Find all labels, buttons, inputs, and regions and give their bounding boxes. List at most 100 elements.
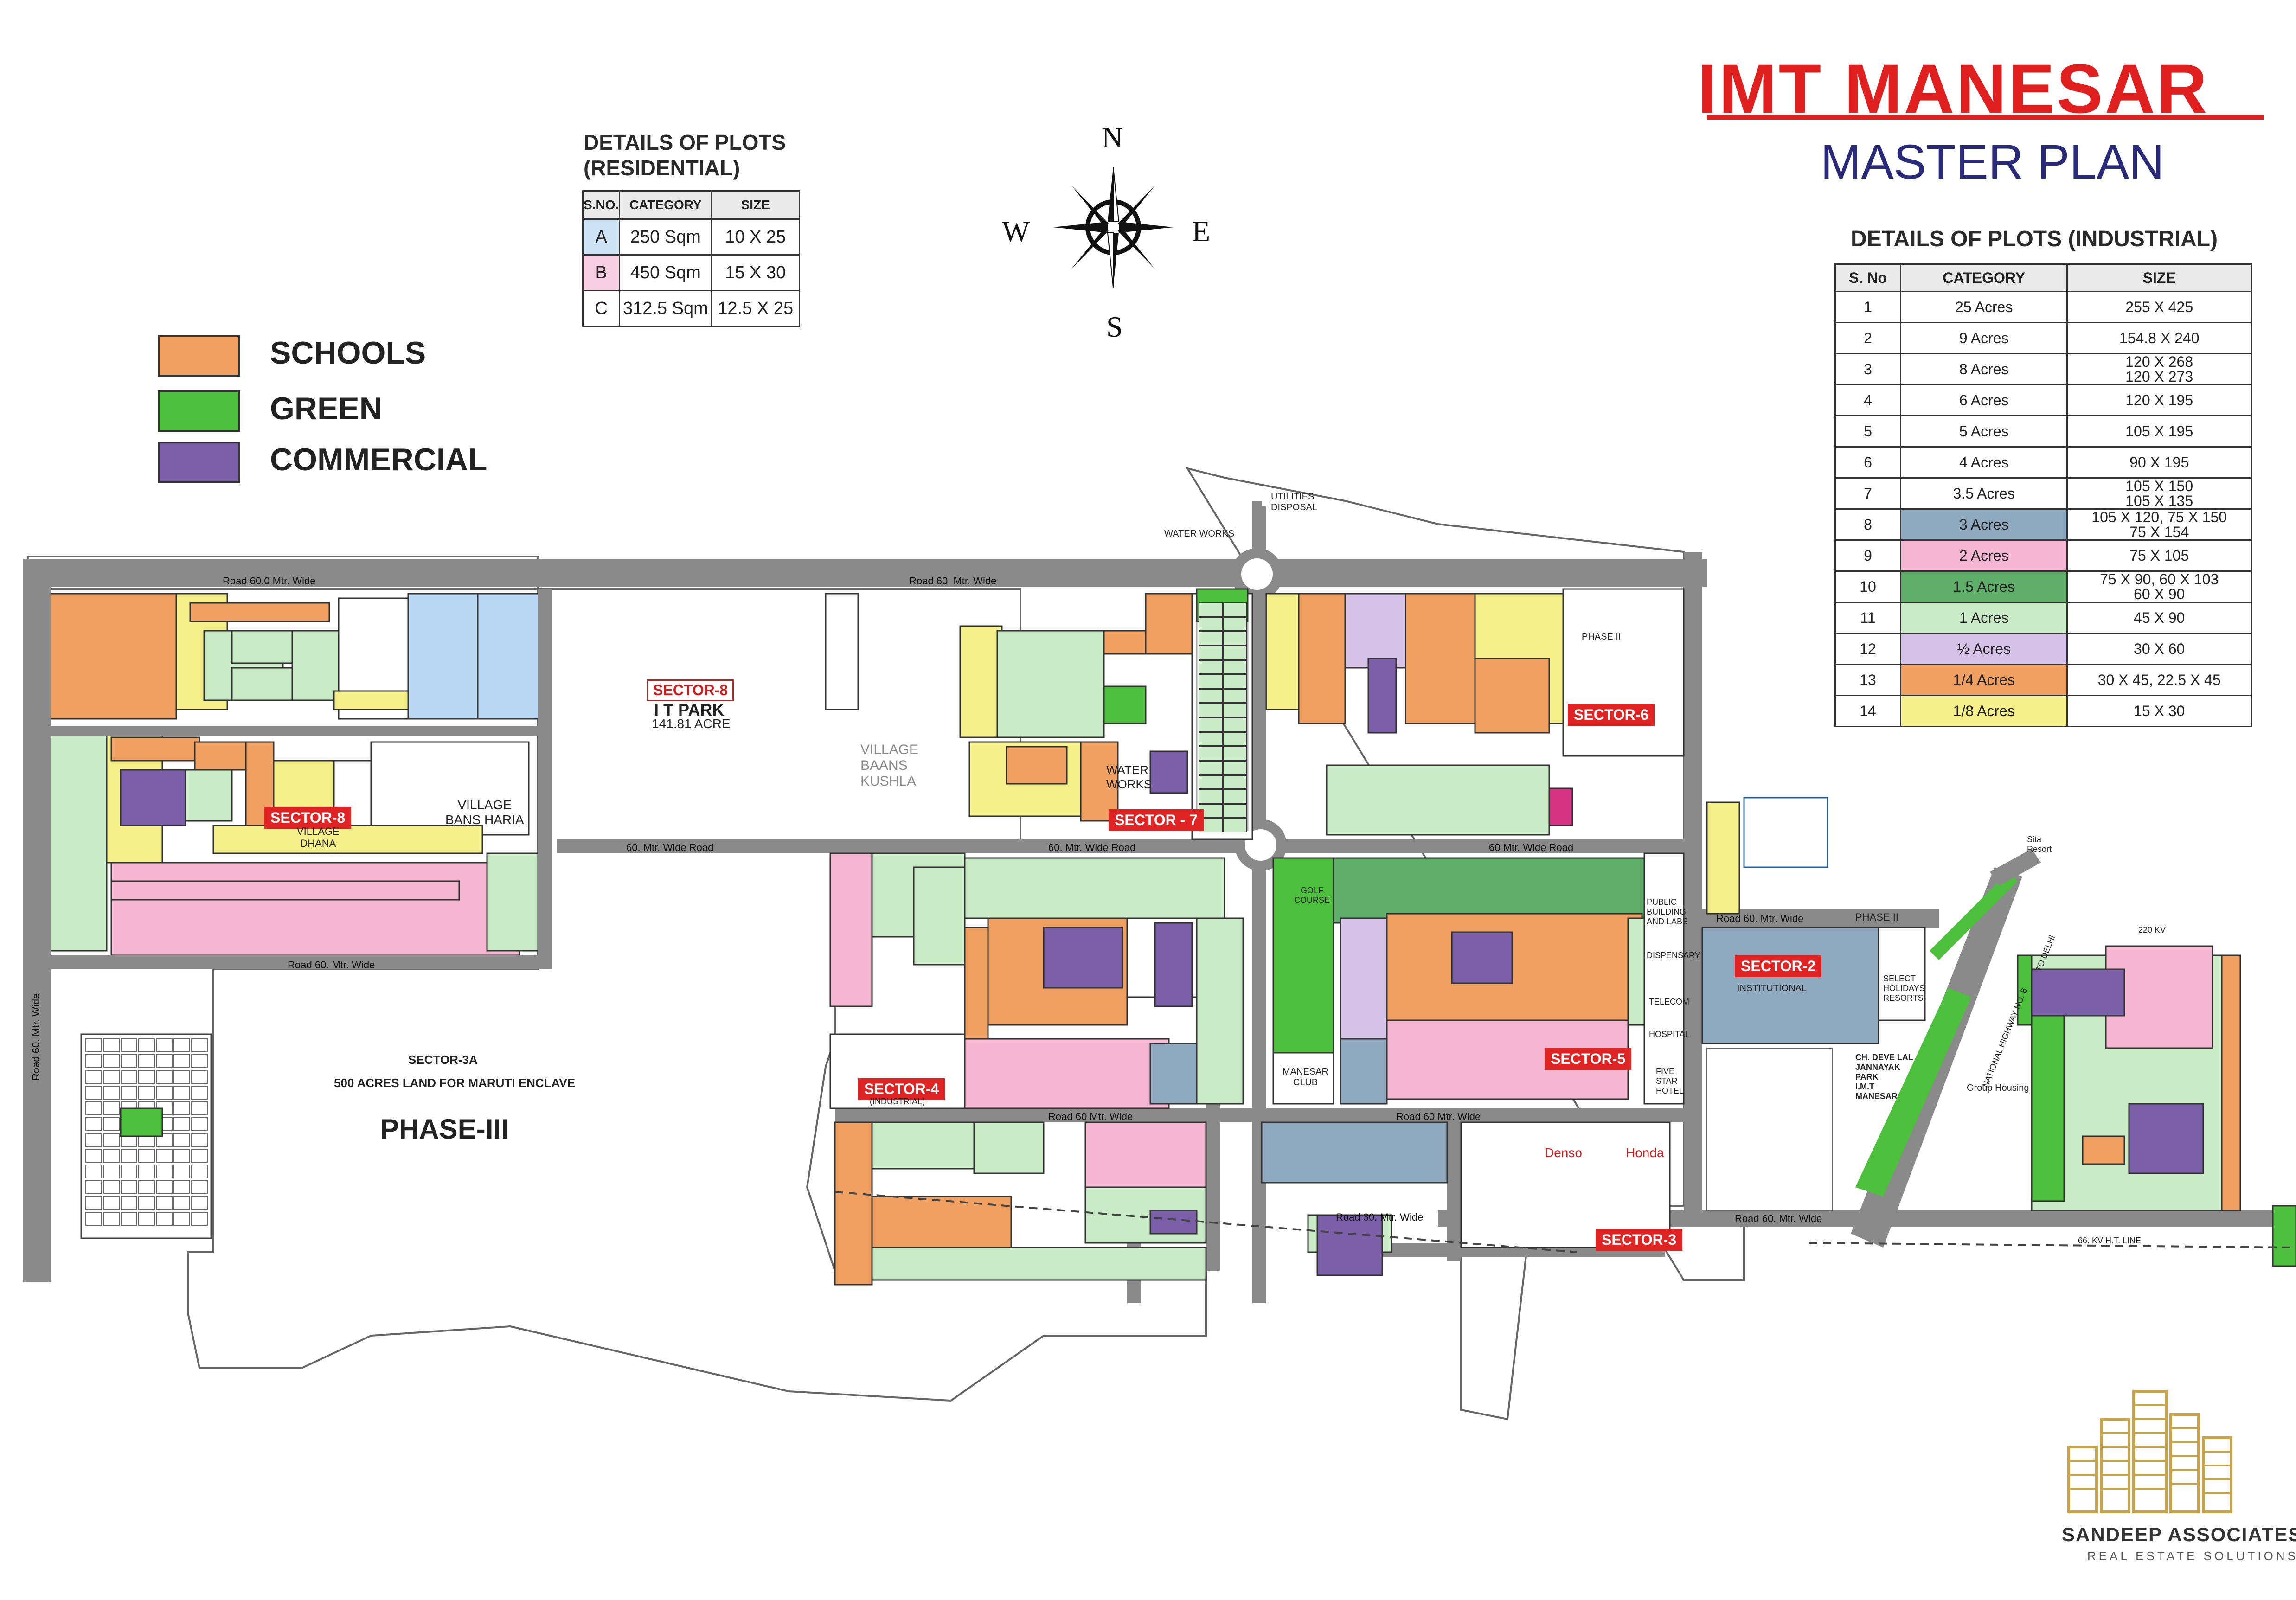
table-cell: B <box>582 254 621 291</box>
table-cell: 105 X 150 105 X 135 <box>2066 477 2252 510</box>
table-cell: 75 X 105 <box>2066 539 2252 572</box>
table-cell: 105 X 120, 75 X 150 75 X 154 <box>2066 508 2252 541</box>
manesar-club-label: MANESAR CLUB <box>1283 1067 1328 1088</box>
kv-line-label: 66. KV H.T. LINE <box>2078 1236 2142 1245</box>
table-cell: 2 <box>1834 322 1902 354</box>
table-cell: 90 X 195 <box>2066 446 2252 479</box>
sector-3a-label: SECTOR-3A <box>408 1053 478 1067</box>
table-cell: 1 <box>1834 291 1902 323</box>
table-cell: 8 Acres <box>1900 353 2068 385</box>
table-cell: 1/8 Acres <box>1900 695 2068 727</box>
road-label: Road 60. Mtr. Wide <box>288 959 375 971</box>
roundabout-north <box>1231 548 1283 600</box>
table-cell: 1/4 Acres <box>1900 664 2068 696</box>
table-cell: 14 <box>1834 695 1902 727</box>
legend-label-green: GREEN <box>270 391 382 426</box>
industrial-heading: DETAILS OF PLOTS (INDUSTRIAL) <box>1851 227 2218 251</box>
column-header: SIZE <box>711 190 800 220</box>
table-cell: 25 Acres <box>1900 291 2068 323</box>
hospital-label: HOSPITAL <box>1649 1030 1690 1039</box>
sector-6-label: SECTOR-6 <box>1568 704 1655 726</box>
table-cell: 11 <box>1834 602 1902 634</box>
table-cell: 10 <box>1834 570 1902 603</box>
memorial-park-label: CH. DEVE LAL JANNAYAK PARK I.M.T MANESAR <box>1855 1053 1914 1101</box>
table-cell: 10 X 25 <box>711 218 800 256</box>
sector-7-label: SECTOR - 7 <box>1109 809 1204 831</box>
water-works-top-label: WATER WORKS <box>1164 529 1235 539</box>
institutional-label: INSTITUTIONAL <box>1737 983 1807 993</box>
table-cell: 120 X 268 120 X 273 <box>2066 353 2252 385</box>
table-cell: 250 Sqm <box>619 218 712 256</box>
table-cell: C <box>582 290 621 327</box>
road-label: Road 60.0 Mtr. Wide <box>223 575 316 587</box>
table-cell: 120 X 195 <box>2066 384 2252 416</box>
road-label: Road 60. Mtr. Wide <box>909 575 997 587</box>
honda-label: Honda <box>1626 1146 1664 1160</box>
it-park-area-label: 141.81 ACRE <box>652 717 731 731</box>
column-header: SIZE <box>2066 263 2252 292</box>
group-housing-label: Group Housing <box>1967 1083 2029 1093</box>
table-cell: 312.5 Sqm <box>619 290 712 327</box>
table-cell: 13 <box>1834 664 1902 696</box>
sector-8-west-label: SECTOR-8 <box>264 807 352 829</box>
roads <box>23 506 2296 1303</box>
sector-4-label: SECTOR-4 <box>858 1078 945 1100</box>
legend-label-schools: SCHOOLS <box>270 335 426 371</box>
phase-2-top-label: PHASE II <box>1582 632 1621 642</box>
title-underline <box>1707 115 2264 120</box>
table-cell: 3 <box>1834 353 1902 385</box>
sector-8-it-park-label: SECTOR-8 <box>647 679 734 701</box>
table-cell: 12.5 X 25 <box>711 290 800 327</box>
table-cell: 3.5 Acres <box>1900 477 2068 510</box>
kv-220-label: 220 KV <box>2138 925 2166 934</box>
table-cell: 30 X 60 <box>2066 633 2252 665</box>
table-cell: 4 Acres <box>1900 446 2068 479</box>
sector-2-plots <box>1701 797 2296 1267</box>
legend-label-commercial: COMMERCIAL <box>270 442 487 477</box>
sector-3-label: SECTOR-3 <box>1596 1229 1683 1251</box>
table-header-row: S. No CATEGORY SIZE <box>1834 263 2252 292</box>
telecom-label: TELECOM <box>1649 997 1690 1006</box>
table-cell: 154.8 X 240 <box>2066 322 2252 354</box>
compass-east: E <box>1192 215 1211 248</box>
dispensary-label: DISPENSARY <box>1647 951 1700 960</box>
village-dhana-label: VILLAGE DHANA <box>297 826 340 849</box>
table-cell: 75 X 90, 60 X 103 60 X 90 <box>2066 570 2252 603</box>
compass-north: N <box>1102 121 1123 154</box>
ht-line <box>834 1191 1578 1253</box>
village-baans-kushla-label: VILLAGE BAANS KUSHLA <box>860 742 919 789</box>
road-label: 60 Mtr. Wide Road <box>1489 842 1574 853</box>
sita-resort-label: Sita Resort <box>2027 835 2052 854</box>
table-cell: 5 <box>1834 415 1902 448</box>
sector-4-industrial-label: (INDUSTRIAL) <box>870 1097 925 1106</box>
sector-3a-area <box>80 1033 212 1239</box>
table-cell: 255 X 425 <box>2066 291 2252 323</box>
sector-4-plots <box>829 852 1244 1109</box>
compass-south: S <box>1106 310 1123 343</box>
map-subtitle: MASTER PLAN <box>1821 135 2164 189</box>
road-label: Road 60. Mtr. Wide <box>1735 1213 1822 1224</box>
road-label: 60. Mtr. Wide Road <box>1048 842 1136 853</box>
table-cell: 7 <box>1834 477 1902 510</box>
table-cell: 1.5 Acres <box>1900 570 2068 603</box>
select-holidays-label: SELECT HOLIDAYS RESORTS <box>1883 974 1925 1003</box>
table-cell: A <box>582 218 621 256</box>
denso-label: Denso <box>1545 1146 1582 1160</box>
table-cell: 15 X 30 <box>2066 695 2252 727</box>
residential-heading-2: (RESIDENTIAL) <box>584 156 740 180</box>
road-label: Road 30. Mtr. Wide <box>1336 1211 1424 1223</box>
table-cell: 4 <box>1834 384 1902 416</box>
table-cell: 45 X 90 <box>2066 602 2252 634</box>
table-cell: 9 <box>1834 539 1902 572</box>
sector-5-label: SECTOR-5 <box>1545 1048 1632 1070</box>
